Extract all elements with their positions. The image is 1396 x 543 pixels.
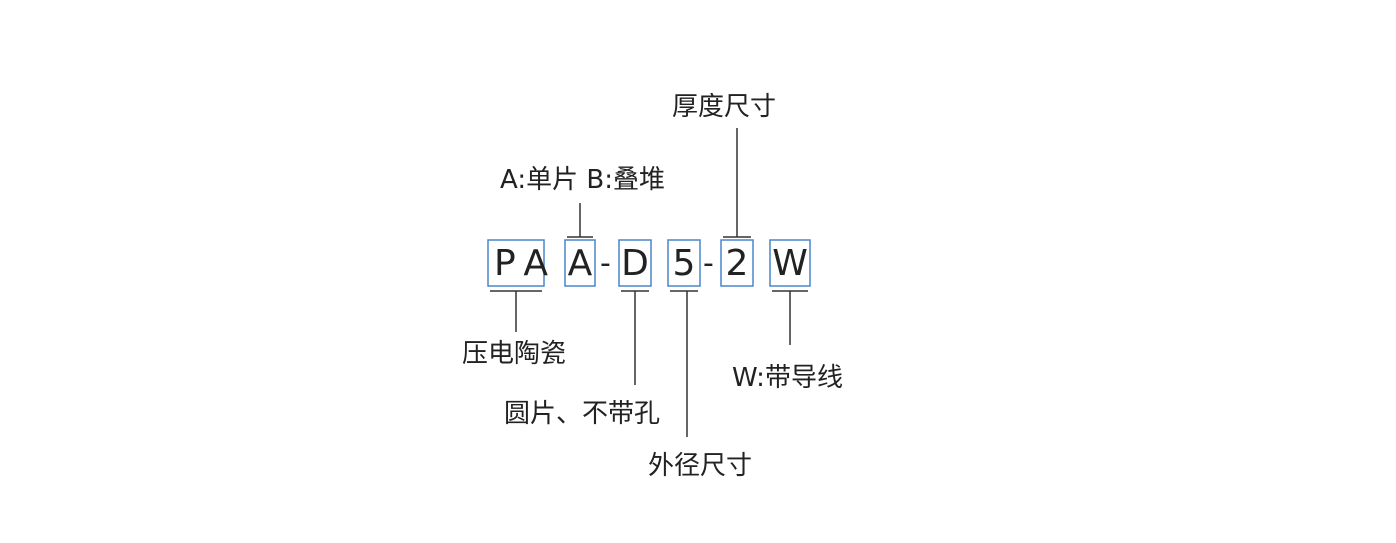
box-type — [564, 239, 596, 287]
box-pa — [487, 239, 545, 287]
label-type: A:单片 B:叠堆 — [500, 165, 665, 195]
box-diameter — [667, 239, 701, 287]
box-wire — [769, 239, 811, 287]
code-wire: W — [772, 243, 808, 284]
label-thickness: 厚度尺寸 — [672, 92, 777, 122]
code-dash-1: - — [600, 246, 611, 281]
label-material: 压电陶瓷 — [462, 339, 567, 369]
code-dash-2: - — [703, 246, 714, 281]
label-shape: 圆片、不带孔 — [504, 399, 661, 429]
code-thickness: 2 — [725, 243, 749, 284]
box-shape — [618, 239, 652, 287]
code-diameter: 5 — [672, 243, 696, 284]
code-pa: PA — [494, 243, 559, 284]
code-shape: D — [621, 243, 649, 284]
box-thickness — [720, 239, 754, 287]
label-wire: W:带导线 — [732, 363, 843, 393]
code-type: A — [567, 243, 593, 284]
label-diameter: 外径尺寸 — [648, 451, 753, 481]
